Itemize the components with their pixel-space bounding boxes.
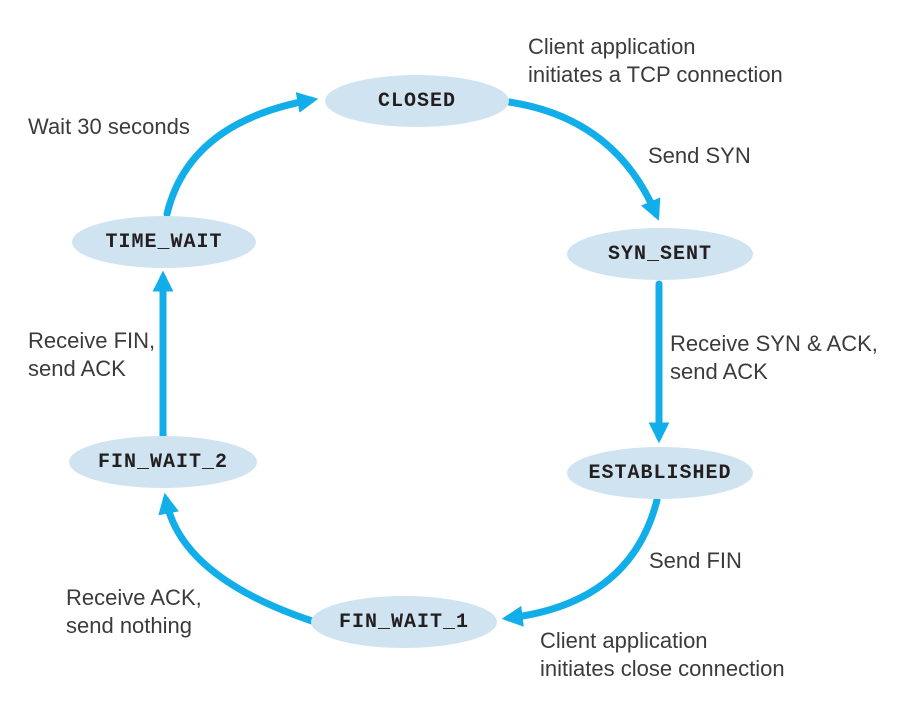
label-line: Send FIN — [649, 548, 742, 573]
label-line: send ACK — [28, 356, 126, 381]
state-time-wait: TIME_WAIT — [72, 216, 256, 268]
arrow-closed-to-syn-sent — [505, 98, 661, 221]
label-line: Send SYN — [648, 143, 751, 168]
transition-label-close: Client application initiates close conne… — [540, 627, 785, 683]
state-established: ESTABLISHED — [567, 447, 753, 499]
state-closed: CLOSED — [325, 75, 509, 127]
label-line: send ACK — [670, 359, 768, 384]
label-line: Receive ACK, — [66, 585, 202, 610]
label-line: Client application — [528, 34, 696, 59]
state-fin-wait-1: FIN_WAIT_1 — [311, 596, 497, 648]
transition-label-receive-fin: Receive FIN, send ACK — [28, 327, 155, 383]
arrow-fin-wait-1-to-fin-wait-2 — [158, 492, 316, 625]
label-line: send nothing — [66, 613, 192, 638]
label-line: Wait 30 seconds — [28, 114, 190, 139]
transition-label-open: Client application initiates a TCP conne… — [528, 33, 783, 89]
label-line: initiates close connection — [540, 656, 785, 681]
transition-label-receive-ack: Receive ACK, send nothing — [66, 584, 202, 640]
label-line: Client application — [540, 628, 708, 653]
transition-label-send-fin: Send FIN — [649, 547, 742, 575]
arrow-established-to-fin-wait-1 — [501, 496, 661, 627]
label-line: initiates a TCP connection — [528, 62, 783, 87]
label-line: Receive SYN & ACK, — [670, 331, 878, 356]
transition-label-receive-syn-ack: Receive SYN & ACK, send ACK — [670, 330, 878, 386]
arrow-time-wait-to-closed — [163, 92, 319, 218]
label-line: Receive FIN, — [28, 328, 156, 353]
state-fin-wait-2: FIN_WAIT_2 — [69, 436, 257, 488]
transition-label-wait-30-seconds: Wait 30 seconds — [28, 113, 190, 141]
state-syn-sent: SYN_SENT — [567, 228, 753, 280]
transition-label-send-syn: Send SYN — [648, 142, 751, 170]
